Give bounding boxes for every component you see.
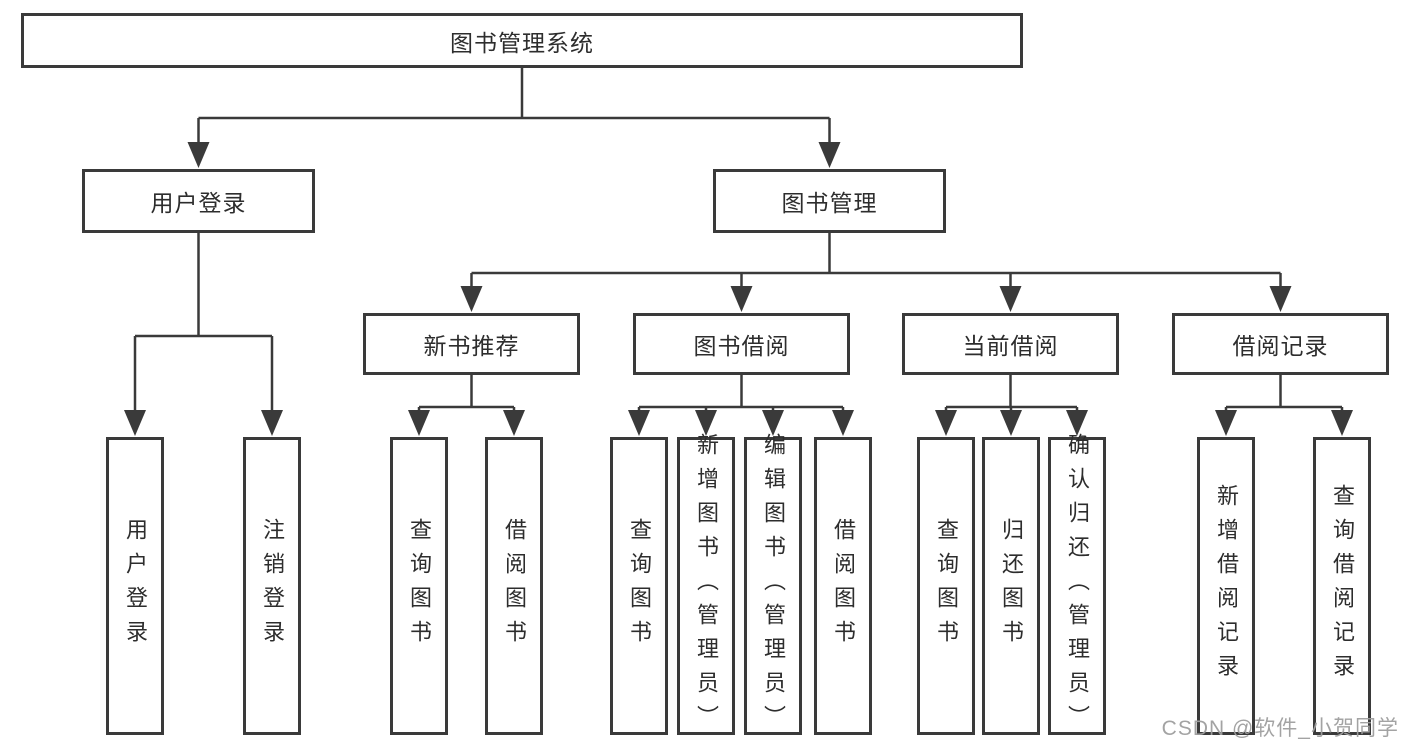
leaf-borrow-books-borrow: 借阅图书 [814, 437, 872, 735]
leaf-query-books-current: 查询图书 [917, 437, 975, 735]
node-book-borrow: 图书借阅 [633, 313, 850, 375]
leaf-confirm-return-admin: 确认归还（管理员） [1048, 433, 1106, 739]
leaf-query-books-recommend-label: 查询图书 [407, 518, 432, 654]
csdn-watermark: CSDN @软件_小贺同学 [1161, 717, 1399, 740]
node-current-borrow: 当前借阅 [902, 313, 1119, 375]
node-root-system: 图书管理系统 [21, 13, 1023, 68]
node-user-login-module-label: 用户登录 [150, 190, 247, 216]
node-new-book-recommend: 新书推荐 [363, 313, 580, 375]
leaf-add-borrow-record-label: 新增借阅记录 [1214, 484, 1239, 688]
leaf-borrow-books-recommend: 借阅图书 [485, 437, 543, 735]
node-current-borrow-label: 当前借阅 [962, 333, 1059, 359]
leaf-add-books-admin: 新增图书（管理员） [677, 433, 735, 739]
leaf-user-login: 用户登录 [106, 437, 164, 735]
leaf-confirm-return-admin-label: 确认归还（管理员） [1065, 433, 1090, 739]
leaf-user-login-label: 用户登录 [123, 518, 148, 654]
leaf-borrow-books-recommend-label: 借阅图书 [502, 518, 527, 654]
leaf-query-books-borrow: 查询图书 [610, 437, 668, 735]
leaf-query-borrow-record: 查询借阅记录 [1313, 437, 1371, 735]
leaf-add-borrow-record: 新增借阅记录 [1197, 437, 1255, 735]
leaf-edit-books-admin: 编辑图书（管理员） [744, 433, 802, 739]
leaf-query-books-current-label: 查询图书 [934, 518, 959, 654]
node-book-management-module: 图书管理 [713, 169, 946, 233]
leaf-logout-label: 注销登录 [260, 518, 285, 654]
node-new-book-recommend-label: 新书推荐 [423, 333, 520, 359]
node-borrow-records: 借阅记录 [1172, 313, 1389, 375]
node-user-login-module: 用户登录 [82, 169, 315, 233]
leaf-return-books-label: 归还图书 [999, 518, 1024, 654]
leaf-edit-books-admin-label: 编辑图书（管理员） [761, 433, 786, 739]
node-borrow-records-label: 借阅记录 [1232, 333, 1329, 359]
node-book-borrow-label: 图书借阅 [693, 333, 790, 359]
leaf-return-books: 归还图书 [982, 437, 1040, 735]
leaf-borrow-books-borrow-label: 借阅图书 [831, 518, 856, 654]
leaf-logout: 注销登录 [243, 437, 301, 735]
leaf-query-books-recommend: 查询图书 [390, 437, 448, 735]
node-book-management-module-label: 图书管理 [781, 190, 878, 216]
leaf-query-books-borrow-label: 查询图书 [627, 518, 652, 654]
leaf-query-borrow-record-label: 查询借阅记录 [1330, 484, 1355, 688]
node-root-system-label: 图书管理系统 [450, 29, 594, 56]
leaf-add-books-admin-label: 新增图书（管理员） [694, 433, 719, 739]
